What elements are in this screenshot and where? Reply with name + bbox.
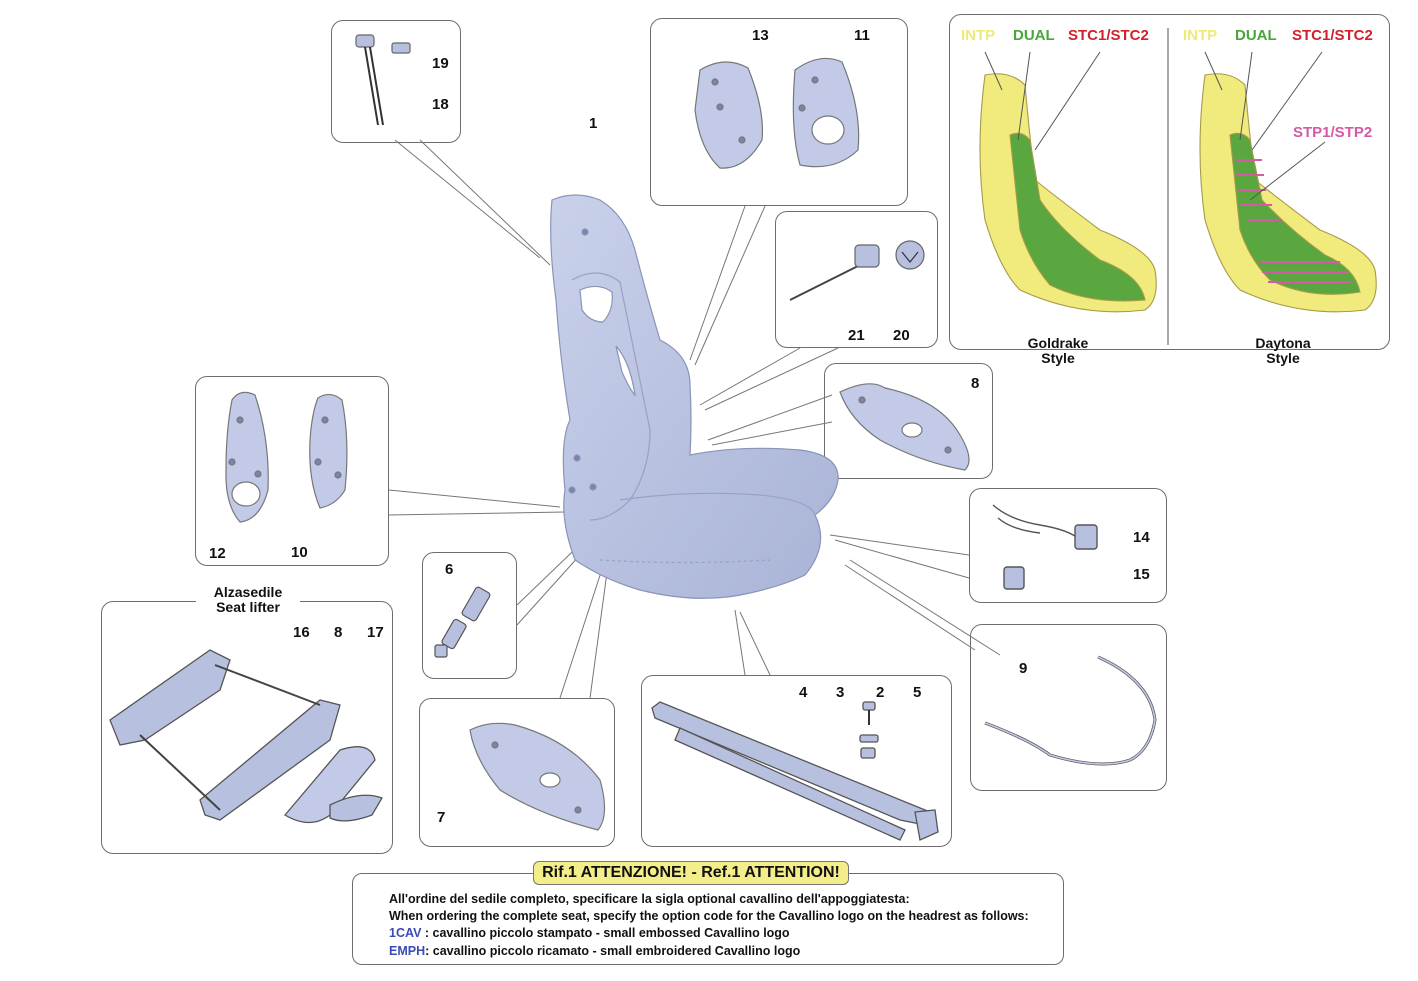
style-intp-left: INTP bbox=[961, 27, 996, 44]
option-text-emph: : cavallino piccolo ricamato - small emb… bbox=[425, 944, 801, 958]
style-stp-right: STP1/STP2 bbox=[1293, 124, 1373, 141]
attention-title: Rif.1 ATTENZIONE! - Ref.1 ATTENTION! bbox=[533, 861, 849, 885]
callout-10: 10 bbox=[291, 544, 308, 561]
inset-tube bbox=[970, 624, 1167, 791]
attention-line-en: When ordering the complete seat, specify… bbox=[389, 909, 1029, 923]
seat-lifter-label-it: Alzasedile bbox=[213, 584, 283, 600]
callout-3: 3 bbox=[836, 684, 845, 701]
daytona-style-label: Daytona Style bbox=[1240, 336, 1326, 366]
style-stc-left: STC1/STC2 bbox=[1068, 27, 1149, 44]
callout-1: 1 bbox=[589, 115, 598, 132]
style-dual-right: DUAL bbox=[1235, 27, 1277, 44]
option-text-1cav: : cavallino piccolo stampato - small emb… bbox=[421, 926, 790, 940]
callout-4: 4 bbox=[799, 684, 808, 701]
callout-11: 11 bbox=[854, 27, 870, 44]
stp-stitch-pattern bbox=[1235, 159, 1352, 283]
callout-9: 9 bbox=[1019, 660, 1028, 677]
leader-lines bbox=[388, 139, 1001, 699]
goldrake-style-label-1: Goldrake bbox=[1027, 335, 1089, 351]
style-intp-right: INTP bbox=[1183, 27, 1218, 44]
callout-20: 20 bbox=[893, 327, 910, 344]
seat-lifter-label-en: Seat lifter bbox=[216, 599, 280, 615]
style-dual-left: DUAL bbox=[1013, 27, 1055, 44]
callout-15: 15 bbox=[1133, 566, 1150, 583]
callout-19: 19 bbox=[432, 55, 449, 72]
callout-5: 5 bbox=[913, 684, 922, 701]
callout-8-lifter: 8 bbox=[334, 624, 343, 641]
main-seat bbox=[550, 194, 839, 599]
callout-6: 6 bbox=[445, 561, 454, 578]
callout-7: 7 bbox=[437, 809, 446, 826]
inset-knob bbox=[775, 211, 938, 348]
daytona-style-label-2: Style bbox=[1266, 350, 1300, 366]
option-code-emph: EMPH bbox=[389, 944, 426, 958]
callout-12: 12 bbox=[209, 545, 226, 562]
callout-18: 18 bbox=[432, 96, 449, 113]
attention-option-1cav: 1CAV : cavallino piccolo stampato - smal… bbox=[389, 926, 790, 940]
inset-harness bbox=[969, 488, 1167, 603]
callout-21: 21 bbox=[848, 327, 865, 344]
callout-2: 2 bbox=[876, 684, 885, 701]
goldrake-style-label: Goldrake Style bbox=[1015, 336, 1101, 366]
daytona-style-label-1: Daytona bbox=[1255, 335, 1311, 351]
inset-side-covers-top bbox=[650, 18, 908, 206]
callout-16: 16 bbox=[293, 624, 310, 641]
goldrake-style-label-2: Style bbox=[1041, 350, 1075, 366]
option-code-1cav: 1CAV bbox=[389, 926, 422, 940]
callout-13: 13 bbox=[752, 27, 769, 44]
style-stc-right: STC1/STC2 bbox=[1292, 27, 1373, 44]
callout-14: 14 bbox=[1133, 529, 1150, 546]
callout-8-right: 8 bbox=[971, 375, 980, 392]
inset-headrest-lock bbox=[331, 20, 461, 143]
callout-17: 17 bbox=[367, 624, 384, 641]
attention-line-it: All'ordine del sedile completo, specific… bbox=[389, 892, 910, 906]
attention-option-emph: EMPH: cavallino piccolo ricamato - small… bbox=[389, 944, 800, 958]
seat-lifter-label: Alzasedile Seat lifter bbox=[196, 585, 300, 615]
